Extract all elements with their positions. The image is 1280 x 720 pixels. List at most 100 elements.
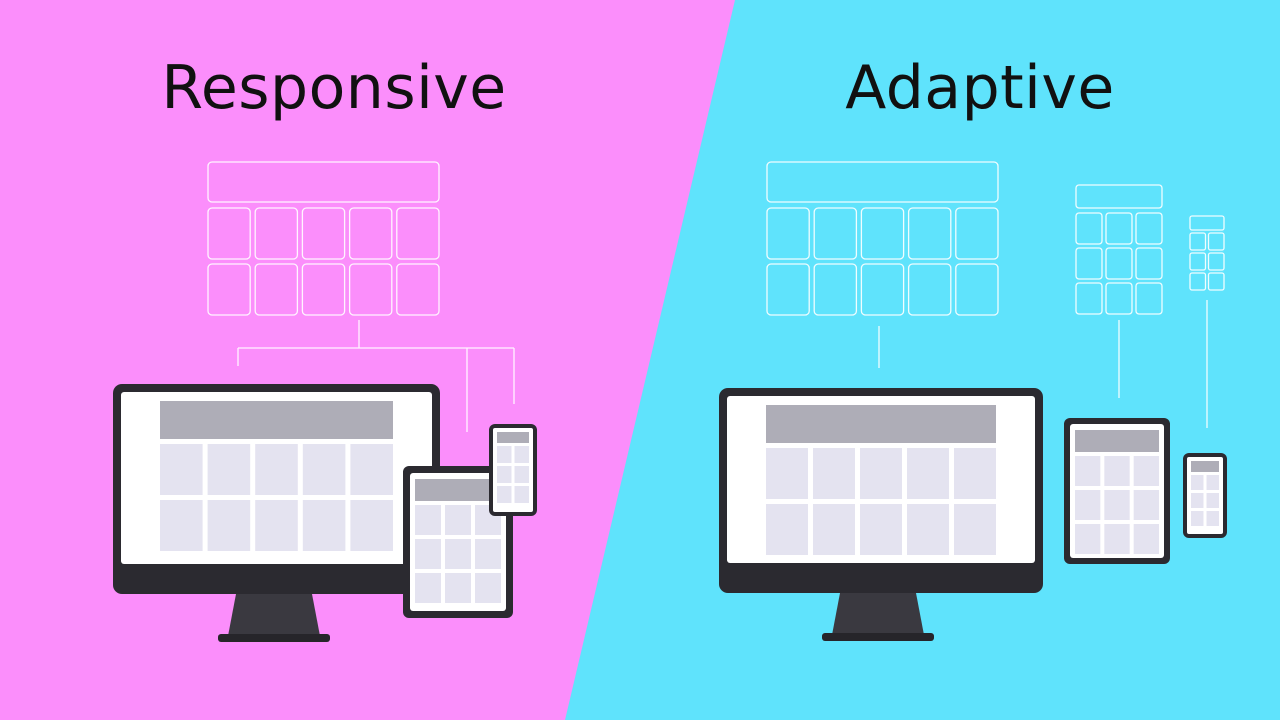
screen-tile — [766, 448, 808, 499]
wireframe-header — [207, 161, 440, 203]
screen-tile — [907, 448, 949, 499]
responsive-tablet — [403, 466, 513, 618]
wireframe-tile — [955, 263, 999, 316]
wireframe-tile — [813, 207, 858, 260]
screen-tile — [1104, 456, 1130, 486]
wireframe-tile — [860, 207, 905, 260]
wireframe-tile — [396, 263, 440, 316]
screen-tile — [1133, 456, 1159, 486]
wireframe-header — [1189, 215, 1225, 231]
wireframe-tile — [207, 207, 251, 260]
wireframe-tile — [1135, 247, 1163, 280]
screen-tile — [255, 500, 298, 551]
wireframe-tile — [1189, 252, 1207, 271]
wireframe-tile — [1189, 272, 1207, 291]
wireframe-tile — [1207, 232, 1225, 251]
screen-tile — [1104, 524, 1130, 554]
wireframe-tile — [254, 207, 299, 260]
screen-tile — [954, 504, 996, 555]
responsive-wireframe — [207, 161, 440, 316]
adaptive-connector-lines — [878, 300, 1208, 428]
screen-tile — [1133, 524, 1159, 554]
screen-tile — [445, 539, 471, 569]
wireframe-header — [766, 161, 999, 203]
screen-tile — [766, 504, 808, 555]
wireframe-tile — [813, 263, 858, 316]
wireframe-tile — [1075, 282, 1103, 315]
wireframe-tile — [907, 263, 952, 316]
wireframe-tile — [1135, 212, 1163, 245]
adaptive-wireframe-desktop — [766, 161, 999, 316]
screen-tile — [207, 500, 251, 551]
screen-header-bar — [415, 479, 501, 501]
screen-tile — [514, 486, 529, 503]
screen-tile — [497, 446, 512, 463]
adaptive-phone — [1183, 453, 1227, 538]
screen-tile — [160, 500, 203, 551]
wireframe-tile — [1207, 272, 1225, 291]
screen-tile — [1191, 475, 1204, 490]
adaptive-desktop-monitor — [719, 388, 1043, 641]
screen-header-bar — [1191, 461, 1219, 472]
screen-tile — [1206, 493, 1219, 508]
adaptive-tablet — [1064, 418, 1170, 564]
screen-tile — [350, 444, 393, 495]
screen-tile — [1191, 493, 1204, 508]
responsive-desktop-monitor — [113, 384, 440, 642]
wireframe-tile — [860, 263, 905, 316]
wireframe-tile — [766, 263, 810, 316]
wireframe-tile — [396, 207, 440, 260]
wireframe-tile — [1207, 252, 1225, 271]
screen-tile — [954, 448, 996, 499]
adaptive-wireframe-tablet — [1075, 184, 1163, 315]
responsive-heading: Responsive — [161, 53, 507, 123]
screen-tile — [1075, 524, 1101, 554]
wireframe-tile — [907, 207, 952, 260]
screen-tile — [1075, 456, 1101, 486]
screen-tile — [497, 486, 512, 503]
screen-tile — [255, 444, 298, 495]
wireframe-tile — [348, 207, 393, 260]
screen-tile — [1206, 475, 1219, 490]
wireframe-tile — [1105, 212, 1133, 245]
adaptive-heading: Adaptive — [845, 53, 1115, 123]
screen-tile — [160, 444, 203, 495]
screen-tile — [860, 448, 902, 499]
screen-tile — [415, 573, 441, 603]
screen-tile — [302, 444, 346, 495]
screen-tile — [1133, 490, 1159, 520]
screen-header-bar — [497, 432, 529, 443]
screen-tile — [1191, 511, 1204, 526]
screen-tile — [1104, 490, 1130, 520]
wireframe-tile — [1189, 232, 1207, 251]
wireframe-tile — [766, 207, 810, 260]
screen-tile — [415, 539, 441, 569]
wireframe-tile — [301, 207, 346, 260]
screen-tile — [415, 505, 441, 535]
screen-tile — [497, 466, 512, 483]
screen-tile — [302, 500, 346, 551]
adaptive-wireframe-phone — [1189, 215, 1225, 291]
wireframe-header — [1075, 184, 1163, 209]
screen-tile — [1075, 490, 1101, 520]
screen-tile — [207, 444, 251, 495]
wireframe-tile — [348, 263, 393, 316]
wireframe-tile — [1075, 247, 1103, 280]
wireframe-tile — [1105, 247, 1133, 280]
wireframe-tile — [1135, 282, 1163, 315]
responsive-phone — [489, 424, 537, 516]
screen-tile — [813, 504, 855, 555]
screen-tile — [475, 539, 501, 569]
screen-tile — [445, 505, 471, 535]
wireframe-tile — [207, 263, 251, 316]
screen-header-bar — [766, 405, 996, 443]
screen-tile — [475, 573, 501, 603]
monitor-base — [218, 634, 330, 642]
screen-tile — [907, 504, 949, 555]
screen-tile — [350, 500, 393, 551]
wireframe-tile — [254, 263, 299, 316]
screen-tile — [813, 448, 855, 499]
wireframe-tile — [1075, 212, 1103, 245]
screen-tile — [1206, 511, 1219, 526]
